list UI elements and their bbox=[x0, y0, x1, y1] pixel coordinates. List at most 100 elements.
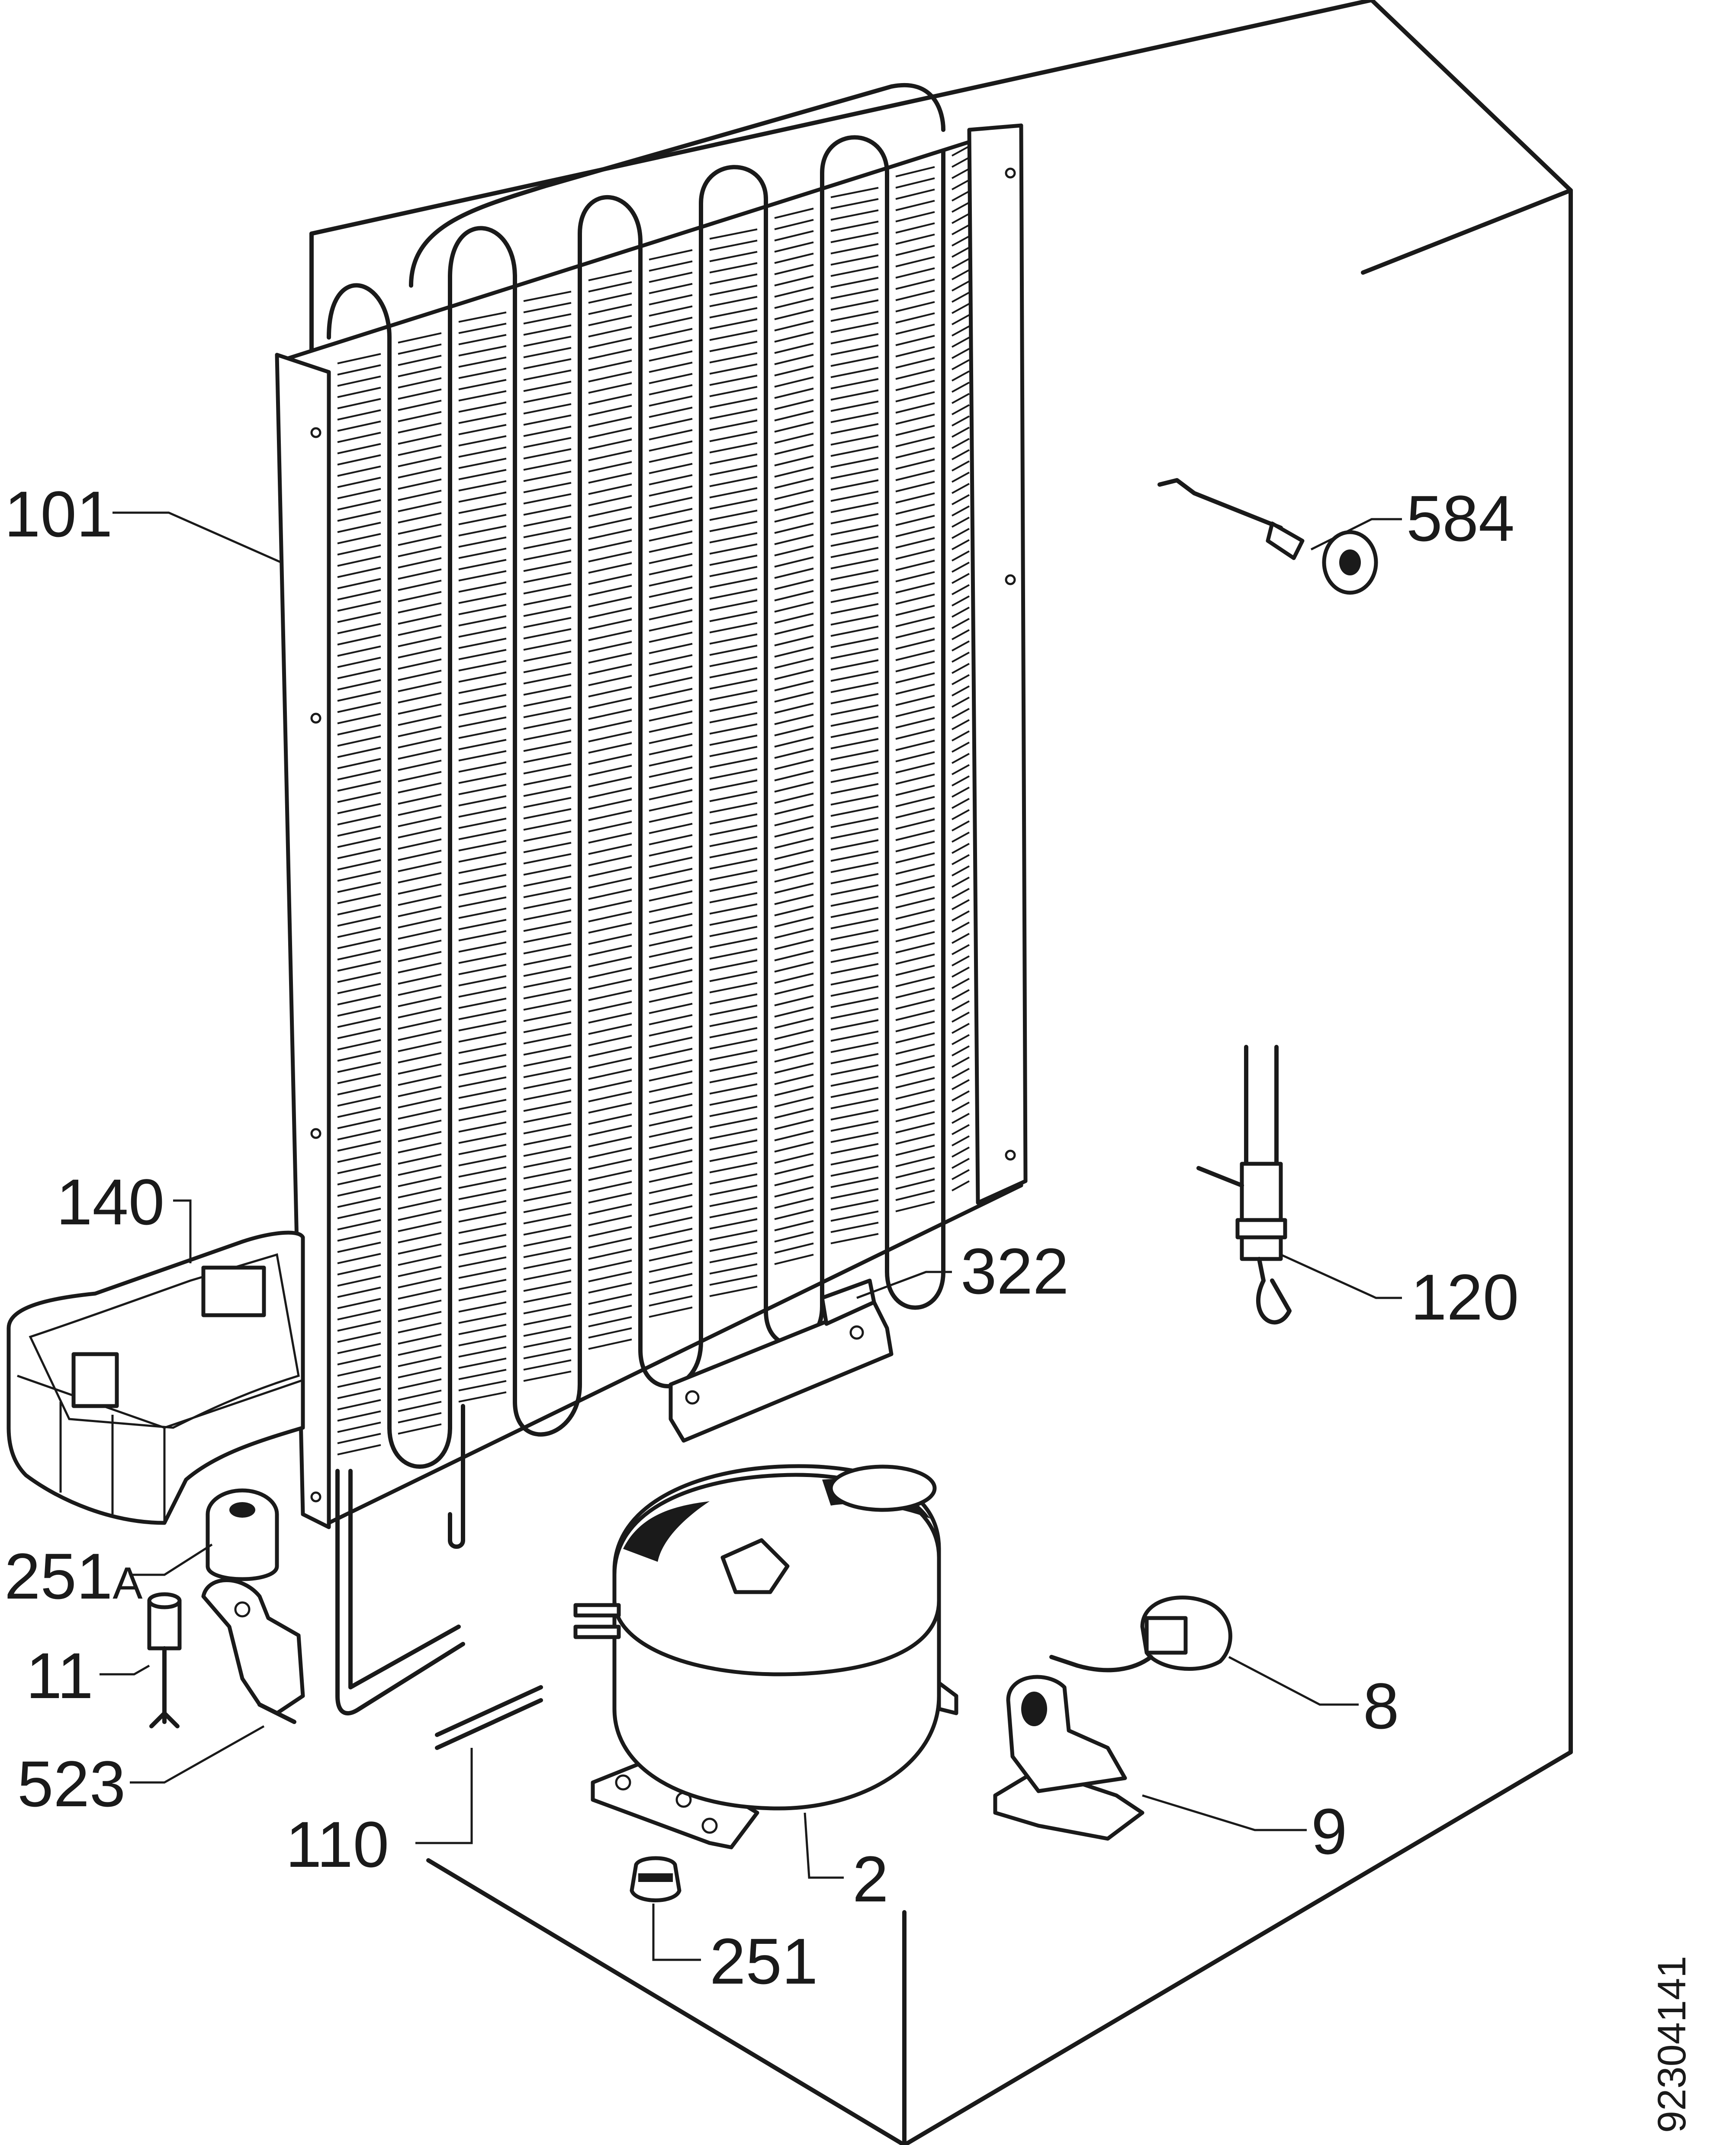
fin-line bbox=[895, 290, 935, 301]
fin-line bbox=[458, 469, 507, 480]
fin-line bbox=[895, 1055, 935, 1066]
fin-line bbox=[588, 484, 632, 495]
fin-line bbox=[337, 972, 381, 983]
fin-line bbox=[830, 1211, 879, 1222]
fin-line bbox=[774, 646, 814, 658]
fin-line bbox=[337, 1377, 381, 1388]
fin-line bbox=[649, 688, 693, 699]
fin-line bbox=[895, 954, 935, 965]
fin-line bbox=[952, 955, 970, 967]
fin-line bbox=[398, 636, 442, 647]
fin-line bbox=[895, 537, 935, 549]
fin-line bbox=[709, 1275, 758, 1286]
fin-line bbox=[523, 1078, 572, 1089]
fin-line bbox=[952, 798, 970, 809]
fin-line bbox=[458, 941, 507, 953]
fin-line bbox=[458, 368, 507, 379]
fin-line bbox=[830, 1098, 879, 1109]
fin-line bbox=[709, 611, 758, 622]
fin-line bbox=[709, 510, 758, 521]
fin-line bbox=[458, 334, 507, 345]
fin-line bbox=[337, 477, 381, 488]
fin-line bbox=[458, 1346, 507, 1358]
fin-line bbox=[588, 540, 632, 551]
fin-line bbox=[523, 1202, 572, 1213]
fin-line bbox=[398, 805, 442, 816]
fin-line bbox=[952, 269, 970, 280]
fin-line bbox=[952, 1023, 970, 1034]
fin-line bbox=[709, 408, 758, 420]
fin-line bbox=[774, 1006, 814, 1018]
fin-line bbox=[649, 947, 693, 958]
fin-line bbox=[398, 1300, 442, 1311]
fin-line bbox=[458, 1166, 507, 1178]
fin-line bbox=[458, 829, 507, 840]
fin-line bbox=[337, 938, 381, 949]
fin-line bbox=[337, 511, 381, 522]
fin-line bbox=[649, 362, 693, 373]
fin-line bbox=[337, 859, 381, 870]
fin-line bbox=[458, 1245, 507, 1256]
fin-line bbox=[458, 773, 507, 784]
fin-line bbox=[458, 908, 507, 919]
fin-line bbox=[649, 384, 693, 395]
fin-line bbox=[588, 1226, 632, 1237]
fin-line bbox=[830, 1053, 879, 1064]
fin-line bbox=[709, 1207, 758, 1218]
fin-line bbox=[774, 343, 814, 354]
fin-line bbox=[830, 884, 879, 896]
fin-line bbox=[398, 1333, 442, 1345]
fin-line bbox=[895, 1201, 935, 1212]
fin-line bbox=[952, 224, 970, 235]
fin-line bbox=[458, 851, 507, 863]
fin-line bbox=[523, 381, 572, 392]
fin-line bbox=[774, 230, 814, 241]
fin-line bbox=[458, 570, 507, 581]
fin-line bbox=[523, 1359, 572, 1371]
fin-line bbox=[774, 444, 814, 455]
fin-line bbox=[588, 652, 632, 664]
fin-line bbox=[952, 213, 970, 224]
fin-line bbox=[523, 504, 572, 516]
fin-line bbox=[649, 1082, 693, 1093]
fin-line bbox=[337, 421, 381, 432]
fin-line bbox=[774, 241, 814, 253]
callout-2: 2 bbox=[852, 1843, 888, 1915]
fin-line bbox=[649, 755, 693, 767]
fin-line bbox=[895, 1145, 935, 1156]
fin-line bbox=[774, 781, 814, 793]
fin-line bbox=[774, 770, 814, 781]
fin-line bbox=[523, 1281, 572, 1292]
fin-line bbox=[774, 1209, 814, 1220]
fin-line bbox=[649, 980, 693, 992]
fin-line bbox=[709, 813, 758, 825]
fin-line bbox=[830, 783, 879, 794]
fin-line bbox=[398, 1075, 442, 1086]
fin-line bbox=[895, 684, 935, 695]
clamp-523 bbox=[201, 1578, 305, 1724]
fin-line bbox=[588, 686, 632, 697]
fin-line bbox=[709, 588, 758, 600]
fin-line bbox=[588, 337, 632, 349]
fin-line bbox=[830, 749, 879, 761]
fin-line bbox=[895, 909, 935, 920]
fin-line bbox=[398, 501, 442, 512]
fin-line bbox=[709, 1117, 758, 1128]
fin-line bbox=[952, 1045, 970, 1056]
fin-line bbox=[649, 710, 693, 722]
fin-line bbox=[830, 1121, 879, 1132]
fin-line bbox=[952, 978, 970, 989]
fin-line bbox=[523, 954, 572, 966]
fin-line bbox=[458, 649, 507, 660]
fin-line bbox=[830, 963, 879, 974]
fin-line bbox=[523, 336, 572, 347]
fin-line bbox=[830, 828, 879, 839]
fin-line bbox=[458, 705, 507, 716]
fin-line bbox=[830, 333, 879, 344]
fin-line bbox=[398, 355, 442, 366]
fin-line bbox=[588, 855, 632, 866]
fin-line bbox=[458, 1290, 507, 1301]
fin-line bbox=[952, 595, 970, 607]
fin-line bbox=[523, 1247, 572, 1258]
fin-line bbox=[523, 1348, 572, 1359]
